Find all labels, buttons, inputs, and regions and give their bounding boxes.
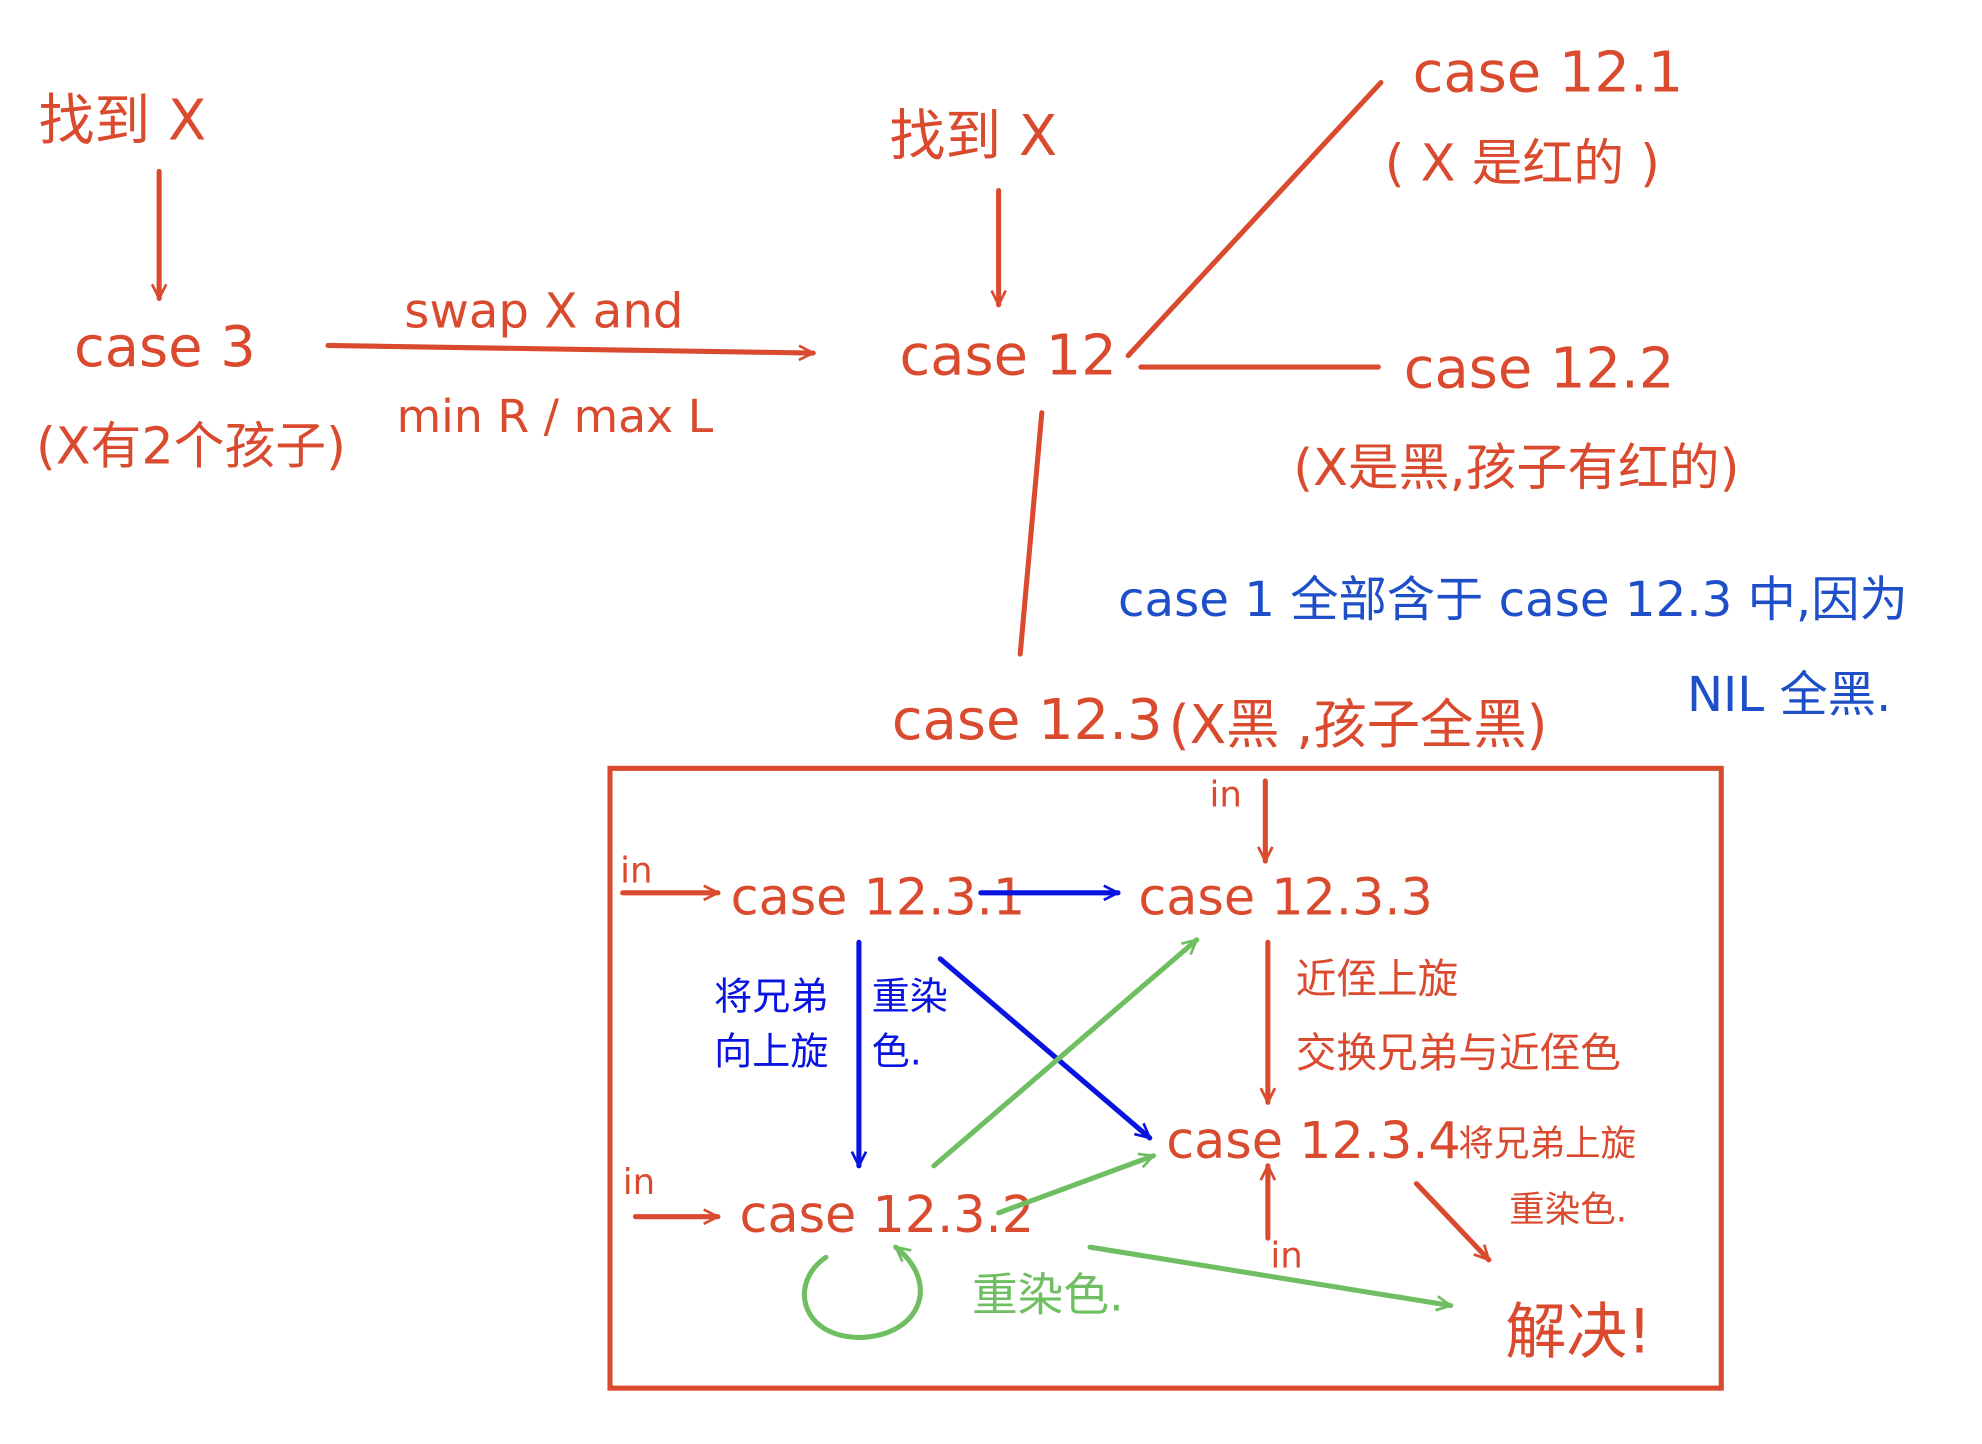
swap-label-bottom: min R / max L (397, 390, 714, 443)
sibling-up-label-2: 重染色. (1509, 1190, 1627, 1231)
branch-case12-3 (1017, 410, 1045, 657)
case3-label: case 3 (74, 315, 256, 380)
case12-3-3-label: case 12.3.3 (1138, 867, 1433, 926)
rotate-sibling-label-2: 向上旋 (714, 1029, 828, 1073)
case12-2-description: (X是黑,孩子有红的) (1293, 438, 1739, 497)
case12-2-label: case 12.2 (1404, 336, 1675, 401)
note-line-1: case 1 全部含于 case 12.3 中,因为 (1118, 572, 1908, 628)
case12-3-description: (X黑 ,孩子全黑) (1169, 693, 1548, 756)
recolor-blue-label-2: 色. (872, 1029, 922, 1073)
case12-3-label: case 12.3 (892, 688, 1163, 753)
swap-label-top: swap X and (404, 284, 683, 340)
arrow-12-3-4-to-solved (1413, 1181, 1492, 1263)
in-label-12-3-4: in (1270, 1235, 1302, 1276)
arrow-12-3-2-to-12-3-3 (931, 937, 1200, 1169)
case12-3-box (607, 765, 1724, 1391)
case12-1-description: ( X 是红的 ) (1385, 133, 1660, 192)
arrow-12-3-2-to-solved (1087, 1244, 1451, 1305)
case12-3-2-label: case 12.3.2 (740, 1185, 1035, 1244)
rotate-sibling-label-1: 将兄弟 (714, 975, 828, 1019)
in-label-12-3-1: in (620, 851, 652, 892)
near-rotate-label: 近侄上旋 (1296, 955, 1459, 1003)
case12-1-label: case 12.1 (1413, 40, 1684, 105)
note-line-2: NIL 全黑. (1687, 667, 1891, 723)
in-label-12-3-3: in (1209, 774, 1241, 815)
arrow-12-3-1-to-12-3-4 (937, 956, 1153, 1141)
in-label-12-3-2: in (623, 1162, 655, 1203)
swap-colors-label: 交换兄弟与近侄色 (1296, 1029, 1621, 1077)
case12-3-4-label: case 12.3.4 (1166, 1111, 1461, 1170)
sibling-up-label-1: 将兄弟上旋 (1458, 1124, 1636, 1165)
case12-3-1-label: case 12.3.1 (731, 867, 1026, 926)
self-loop-12-3-2 (801, 1244, 923, 1340)
case3-description: (X有2个孩子) (36, 417, 346, 476)
case12-label: case 12 (900, 324, 1117, 389)
solved-label: 解决! (1505, 1297, 1651, 1368)
find-x-label-1: 找到 X (38, 89, 206, 154)
branch-case12-1 (1125, 80, 1384, 359)
recolor-blue-label-1: 重染 (872, 975, 948, 1019)
find-x-label-2: 找到 X (889, 104, 1057, 169)
arrow-12-3-2-to-12-3-4 (996, 1156, 1154, 1216)
recolor-green-label: 重染色. (972, 1269, 1124, 1322)
arrow-case3-to-case12 (325, 342, 816, 353)
